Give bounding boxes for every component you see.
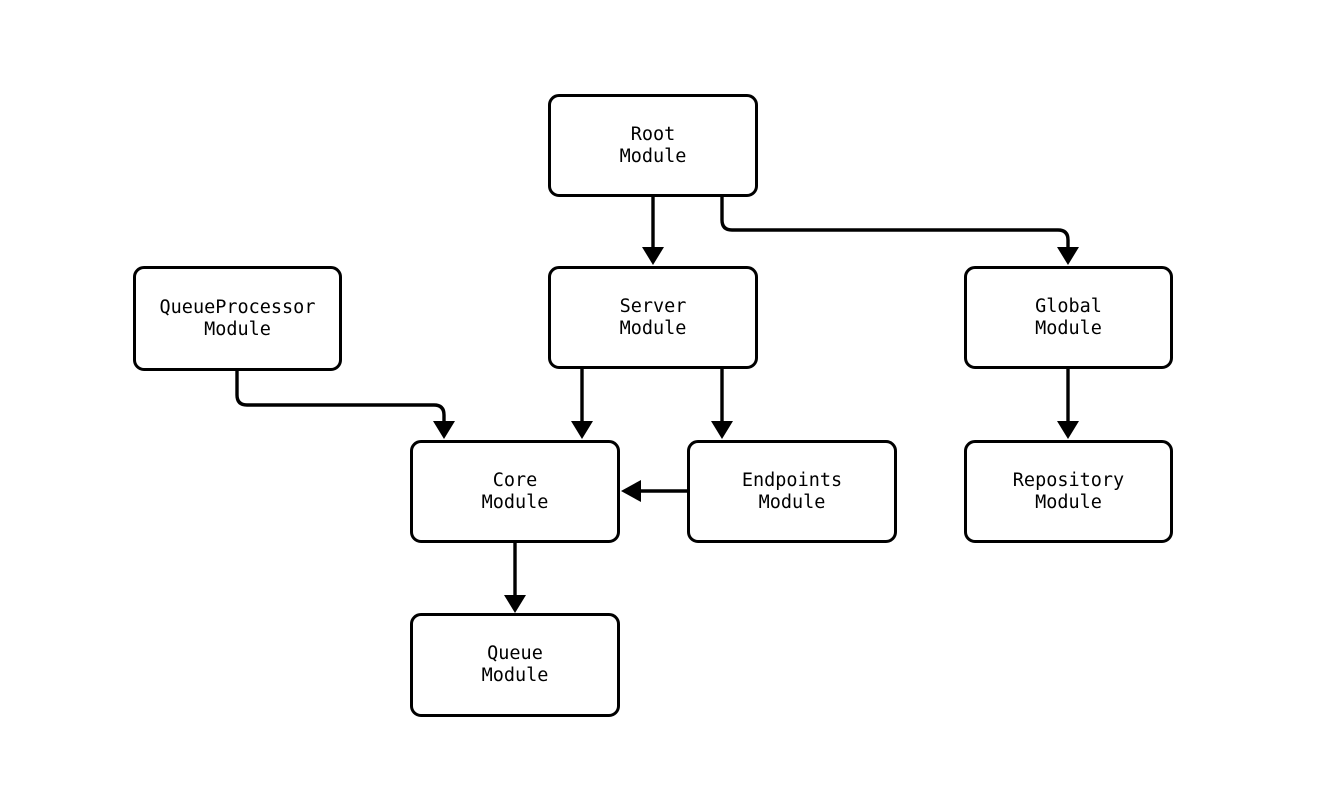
node-root[interactable]: Root Module xyxy=(548,94,758,197)
node-endpoints-line1: Endpoints xyxy=(741,469,843,491)
node-queueprocessor-line1: QueueProcessor xyxy=(159,296,316,318)
node-queue-line1: Queue xyxy=(487,643,543,664)
edge-root-to-server xyxy=(642,197,664,265)
node-queueprocessor-line2: Module xyxy=(204,318,271,340)
edge-server-to-endpoints xyxy=(711,369,733,439)
node-server[interactable]: Server Module xyxy=(548,266,758,369)
edge-root-to-global xyxy=(720,197,1079,265)
node-repository-line2: Module xyxy=(1035,491,1102,513)
edge-core-to-queue xyxy=(504,543,526,613)
edge-queueprocessor-to-core xyxy=(235,371,455,439)
node-endpoints[interactable]: Endpoints Module xyxy=(687,440,897,543)
node-global-line1: Global xyxy=(1035,295,1102,317)
node-global-line2: Module xyxy=(1035,317,1102,339)
node-core[interactable]: Core Module xyxy=(410,440,620,543)
node-root-line1: Root xyxy=(630,123,676,145)
node-queueprocessor[interactable]: QueueProcessor Module xyxy=(133,266,342,371)
node-queue[interactable]: Queue Module xyxy=(410,613,620,717)
node-server-line2: Module xyxy=(619,317,687,339)
node-root-line2: Module xyxy=(619,145,687,167)
edge-endpoints-to-core xyxy=(621,480,687,502)
node-server-line1: Server xyxy=(619,295,687,317)
node-repository[interactable]: Repository Module xyxy=(964,440,1173,543)
edge-global-to-repository xyxy=(1057,369,1079,439)
node-core-line2: Module xyxy=(481,491,549,513)
edge-server-to-core xyxy=(571,369,593,439)
node-queue-line2: Module xyxy=(481,665,549,686)
node-core-line1: Core xyxy=(492,469,538,491)
node-repository-line1: Repository xyxy=(1012,469,1125,491)
node-endpoints-line2: Module xyxy=(758,491,826,513)
node-global[interactable]: Global Module xyxy=(964,266,1173,369)
